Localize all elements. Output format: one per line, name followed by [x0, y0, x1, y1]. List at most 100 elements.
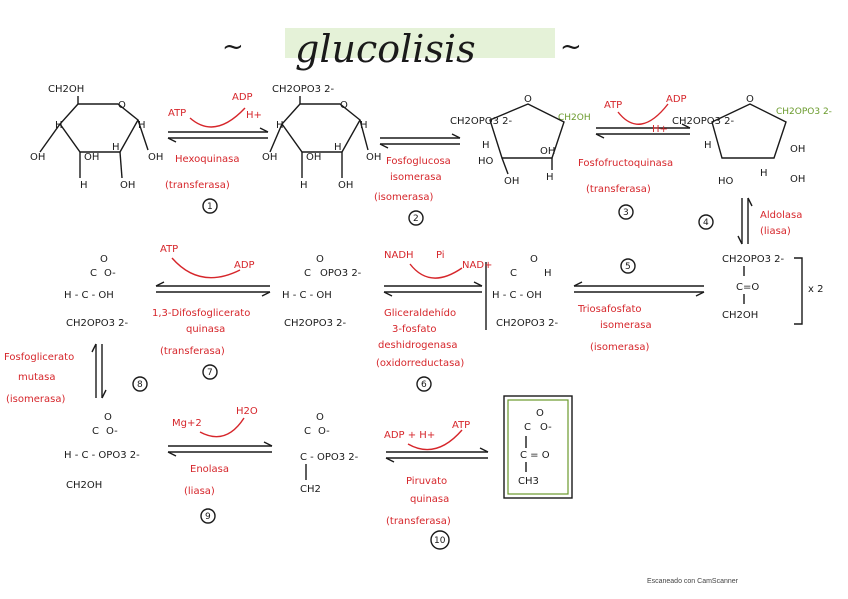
step-3: ATP ADP H+ Fosfofructoquinasa (transfera… [578, 94, 691, 220]
step3-number: 3 [623, 208, 629, 218]
svg-text:O: O [524, 94, 532, 105]
f16bp-sub-h2: H [760, 168, 768, 179]
pg2-sub: O- [106, 426, 118, 437]
glucose-sub-oh2: OH [84, 152, 99, 163]
g3p-c: C [510, 268, 517, 279]
step7-enzyme-1: 1,3-Difosfoglicerato [152, 308, 250, 319]
step2-class: (isomerasa) [374, 192, 433, 203]
step-6: NAD+ Pi NADH Gliceraldehído 3-fosfato de… [376, 250, 492, 392]
step-8: Fosfoglicerato mutasa (isomerasa) 8 [4, 343, 148, 405]
f16bp-sub-oh2: OH [790, 174, 805, 185]
f6p-right: CH2OH [558, 113, 591, 123]
f6p-left: CH2OPO3 2- [450, 116, 513, 127]
glucose-top: CH2OH [48, 84, 84, 95]
step-4: Aldolasa (liasa) 4 [698, 197, 802, 245]
g6p-sub-oh2: OH [306, 152, 321, 163]
pyruvate-c: C [524, 422, 531, 433]
g3p-top: O [530, 254, 538, 265]
step1-number: 1 [207, 202, 213, 212]
step9-h2o: H2O [236, 406, 258, 417]
step6-enzyme-2: 3-fosfato [392, 324, 437, 335]
molecule-g6p: CH2OPO3 2- O H H OH OH H OH H OH [262, 84, 381, 191]
glucose-sub-oh1: OH [30, 152, 45, 163]
g6p-sub-h4: H [300, 180, 308, 191]
step1-class: (transferasa) [165, 180, 230, 191]
step-9: Mg+2 H2O Enolasa (liasa) 9 [167, 406, 273, 524]
step6-class: (oxidorreductasa) [376, 358, 464, 369]
step1-atp: ATP [168, 108, 186, 119]
step1-number-circle [202, 198, 218, 214]
step2-enzyme-2: isomerasa [390, 172, 442, 183]
pep-c: C [304, 426, 311, 437]
title-tilde-left: ~ [222, 32, 244, 62]
pg2-line-3: CH2OH [66, 480, 102, 491]
pyruvate-top: O [536, 408, 544, 419]
step9-number: 9 [205, 512, 211, 522]
molecule-f16bp: CH2OPO3 2- CH2OPO3 2- O H HO OH H OH [672, 94, 832, 187]
step10-enzyme-2: quinasa [410, 494, 449, 505]
step3-adp: ADP [666, 94, 687, 105]
step6-enzyme-3: deshidrogenasa [378, 340, 458, 351]
dhap-multiplier: x 2 [808, 284, 823, 295]
pep-top: O [316, 412, 324, 423]
f16bp-right: CH2OPO3 2- [776, 107, 832, 117]
step9-mg: Mg+2 [172, 418, 202, 429]
glucose-sub-oh3: OH [148, 152, 163, 163]
pg2-line-2: H - C - OPO3 2- [64, 450, 140, 461]
pg2-top: O [104, 412, 112, 423]
step4-enzyme: Aldolasa [760, 210, 802, 221]
step6-enzyme-1: Gliceraldehído [384, 307, 456, 319]
step10-adp: ADP + H+ [384, 430, 435, 441]
g6p-top: CH2OPO3 2- [272, 84, 335, 95]
pyruvate-box [507, 399, 569, 495]
watermark: Escaneado con CamScanner [646, 578, 738, 585]
step10-enzyme-1: Piruvato [406, 476, 447, 487]
molecule-dhap: CH2OPO3 2- C=O CH2OH x 2 [722, 254, 823, 325]
g6p-sub-oh4: OH [338, 180, 353, 191]
pg3-line-2: H - C - OH [64, 290, 114, 301]
svg-text:O: O [340, 100, 348, 111]
glucose-sub-h2: H [138, 120, 146, 131]
step4-number: 4 [703, 218, 709, 228]
step6-number: 6 [421, 380, 427, 390]
f16bp-sub-ho: HO [718, 176, 734, 187]
f16bp-left: CH2OPO3 2- [672, 116, 735, 127]
g3p-h: H [544, 268, 552, 279]
title-tilde-right: ~ [560, 32, 582, 62]
step3-h: H+ [652, 124, 668, 135]
step3-enzyme: Fosfofructoquinasa [578, 158, 673, 169]
molecule-pyruvate: O C O- C = O CH3 [503, 395, 573, 499]
step8-enzyme-1: Fosfoglicerato [4, 352, 74, 363]
pg2-c: C [92, 426, 99, 437]
glucose-sub-h4: H [80, 180, 88, 191]
title-highlight [285, 28, 555, 58]
step2-number: 2 [413, 214, 419, 224]
f6p-sub-oh1: OH [540, 146, 555, 157]
f16bp-sub-h: H [704, 140, 712, 151]
step1-h: H+ [246, 110, 262, 121]
pg3-c: C [90, 268, 97, 279]
g6p-sub-h3: H [334, 142, 342, 153]
pyruvate-line-2: C = O [520, 450, 550, 461]
glucose-ring [59, 103, 139, 153]
svg-text:O: O [746, 94, 754, 105]
title-group: ~ glucolisis ~ [222, 27, 582, 71]
f6p-sub-h2: H [546, 172, 554, 183]
page-title: glucolisis [295, 27, 476, 71]
step8-enzyme-2: mutasa [18, 372, 55, 383]
step4-class: (liasa) [760, 226, 791, 237]
pep-line-3: CH2 [300, 484, 321, 495]
step-1: ATP ADP H+ Hexoquinasa (transferasa) 1 [165, 92, 269, 214]
step8-class: (isomerasa) [6, 394, 65, 405]
step5-class: (isomerasa) [590, 342, 649, 353]
dhap-line-1: CH2OPO3 2- [722, 254, 785, 265]
glucose-sub-h3: H [112, 142, 120, 153]
step10-class: (transferasa) [386, 516, 451, 527]
pg3-line-3: CH2OPO3 2- [66, 318, 129, 329]
step7-atp: ATP [160, 244, 178, 255]
step1-cofactor-curve [189, 107, 246, 128]
pyruvate-line-3: CH3 [518, 476, 539, 487]
molecule-f6p: CH2OPO3 2- CH2OH O H HO OH H OH [450, 94, 591, 187]
step7-number: 7 [207, 368, 213, 378]
step-5: Triosafosfato isomerasa (isomerasa) 5 [573, 258, 705, 353]
